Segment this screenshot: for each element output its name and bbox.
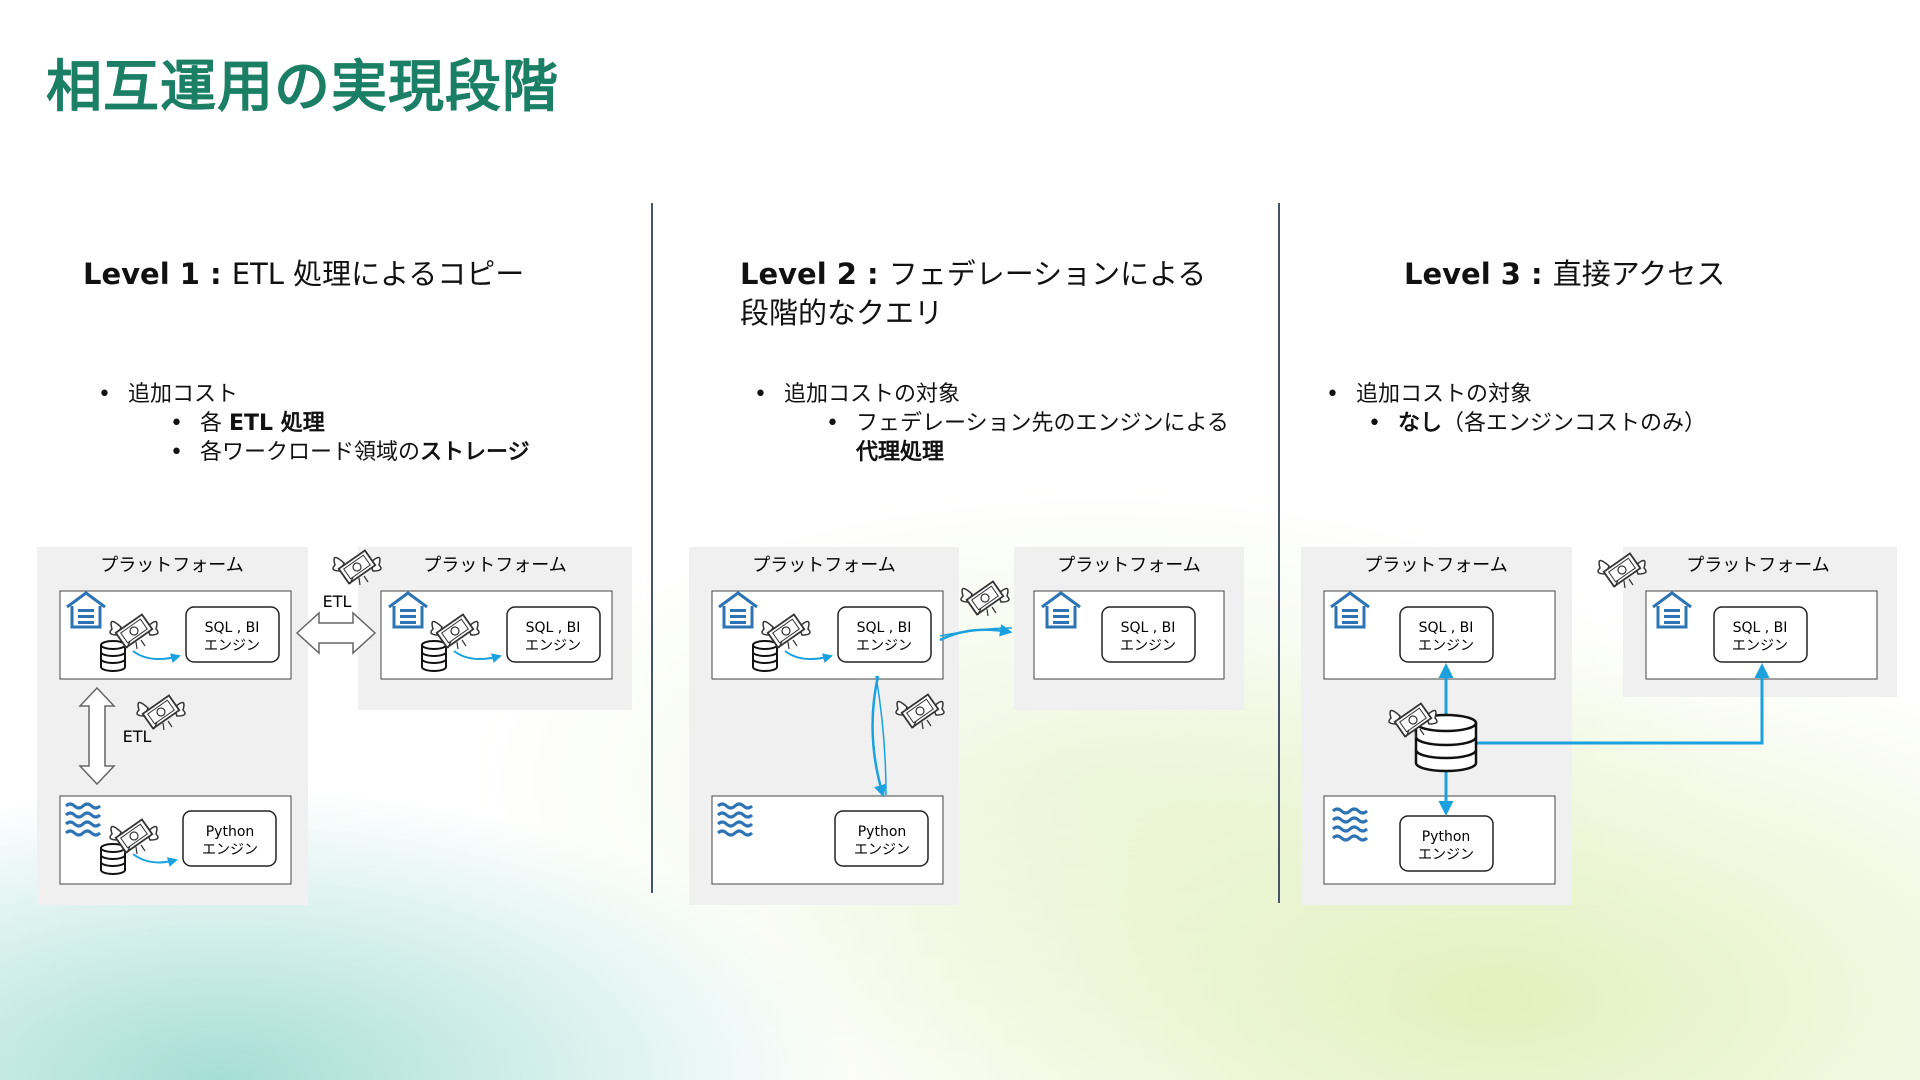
sub-bullet-bold: ストレージ: [420, 440, 530, 465]
bullet-item: •追加コストの対象: [1326, 382, 1533, 407]
database-icon: [100, 843, 126, 875]
python-engine-label: エンジン: [202, 842, 258, 858]
level-1-diagram: プラットフォーム プラットフォーム SQL , BI エンジン SQL , BI…: [37, 547, 632, 905]
python-engine-label: エンジン: [1418, 847, 1474, 863]
database-icon: [752, 640, 778, 672]
sql-bi-engine: [1399, 606, 1494, 663]
sub-bullet-bold: 代理処理: [856, 440, 945, 465]
sql-engine-label: SQL , BI: [1419, 620, 1474, 636]
platform-label: プラットフォーム: [100, 555, 243, 576]
python-engine: [1399, 815, 1494, 872]
sql-engine-label: SQL , BI: [857, 620, 912, 636]
level-3-label: Level 3: [1404, 257, 1521, 291]
level-1-heading: Level 1 : ETL 処理によるコピー: [83, 257, 525, 291]
python-engine-label: エンジン: [854, 842, 910, 858]
platform-label: プラットフォーム: [1364, 555, 1507, 576]
sql-engine-label: エンジン: [525, 638, 581, 654]
sql-engine-label: エンジン: [1120, 638, 1176, 654]
federation-arrow: [875, 675, 887, 796]
level-2-desc: フェデレーションによる: [888, 257, 1207, 291]
python-engine-label: Python: [1422, 829, 1471, 845]
sub-bullet-text: （各エンジンコストのみ）: [1442, 411, 1707, 436]
sub-bullet-item: •フェデレーション先のエンジンによる代理処理: [826, 411, 1229, 465]
level-3-diagram: プラットフォーム プラットフォーム SQL , BI エンジン SQL , BI…: [1301, 547, 1897, 905]
divider-1: [651, 203, 653, 893]
level-3-desc: 直接アクセス: [1552, 257, 1726, 291]
python-engine-label: Python: [206, 824, 255, 840]
etl-double-arrow: [295, 611, 377, 655]
level-3-bullets: •追加コストの対象 •なし（各エンジンコストのみ）: [1326, 380, 1706, 438]
sql-engine-label: SQL , BI: [526, 620, 581, 636]
connector-arrow: [784, 650, 833, 663]
sql-engine-label: エンジン: [1418, 638, 1474, 654]
platform-label: プラットフォーム: [752, 555, 895, 576]
level-1-label: Level 1: [83, 257, 200, 291]
level-2-heading: Level 2 : フェデレーションによる 段階的なクエリ: [740, 255, 1206, 333]
sub-bullet-item: •各 ETL 処理: [170, 411, 325, 436]
platform-label: プラットフォーム: [423, 555, 566, 576]
level-2-desc-line2: 段階的なクエリ: [740, 296, 944, 330]
bullet-text: 追加コストの対象: [1356, 382, 1533, 407]
connector-arrow: [132, 650, 181, 663]
level-1-bullets: •追加コスト •各 ETL 処理 •各ワークロード領域のストレージ: [98, 380, 530, 467]
access-arrow: [1476, 663, 1770, 745]
bullet-text: 追加コストの対象: [784, 382, 961, 407]
sub-bullet-item: •各ワークロード領域のストレージ: [170, 440, 530, 465]
sql-engine-label: エンジン: [1732, 638, 1788, 654]
level-3-heading: Level 3 : 直接アクセス: [1404, 257, 1726, 291]
platform-label: プラットフォーム: [1057, 555, 1200, 576]
etl-label: ETL: [323, 592, 352, 611]
sql-engine-label: エンジン: [204, 638, 260, 654]
sql-engine-label: SQL , BI: [1733, 620, 1788, 636]
sql-bi-engine: [837, 606, 932, 663]
sql-bi-engine: [1101, 606, 1196, 663]
sql-engine-label: SQL , BI: [1121, 620, 1176, 636]
platform-label: プラットフォーム: [1686, 555, 1829, 576]
sql-engine-label: SQL , BI: [205, 620, 260, 636]
python-engine: [182, 810, 277, 867]
sub-bullet-bold: ETL 処理: [229, 411, 325, 436]
python-engine: [834, 810, 929, 867]
money-icon: [960, 580, 1010, 617]
bullet-item: •追加コストの対象: [754, 382, 961, 407]
level-2-label: Level 2: [740, 257, 857, 291]
federation-arrow: [871, 675, 887, 798]
sql-engine-label: エンジン: [856, 638, 912, 654]
level-2-bullets: •追加コストの対象 •フェデレーション先のエンジンによる代理処理: [754, 380, 1229, 467]
sql-bi-engine: [1713, 606, 1808, 663]
connector-arrow: [132, 853, 178, 867]
sql-bi-engine: [185, 606, 280, 663]
page-title: 相互運用の実現段階: [46, 55, 559, 120]
federation-arrow: [939, 627, 1013, 637]
etl-double-arrow: [78, 686, 116, 786]
etl-label: ETL: [123, 727, 152, 746]
sub-bullet-text: フェデレーション先のエンジンによる: [856, 411, 1229, 436]
divider-2: [1278, 203, 1280, 903]
sub-bullet-item: •なし（各エンジンコストのみ）: [1368, 411, 1707, 436]
python-engine-label: Python: [858, 824, 907, 840]
level-2-diagram: プラットフォーム プラットフォーム SQL , BI エンジン SQL , BI…: [689, 547, 1244, 905]
sql-bi-engine: [506, 606, 601, 663]
connector-arrow: [453, 650, 502, 663]
level-1-desc: ETL 処理によるコピー: [231, 257, 525, 291]
database-icon: [421, 640, 447, 672]
sub-bullet-text: 各: [200, 411, 229, 436]
database-icon: [100, 640, 126, 672]
bullet-text: 追加コスト: [128, 382, 239, 407]
sub-bullet-text: 各ワークロード領域の: [200, 440, 421, 465]
bullet-item: •追加コスト: [98, 382, 239, 407]
sub-bullet-bold: なし: [1398, 411, 1443, 436]
